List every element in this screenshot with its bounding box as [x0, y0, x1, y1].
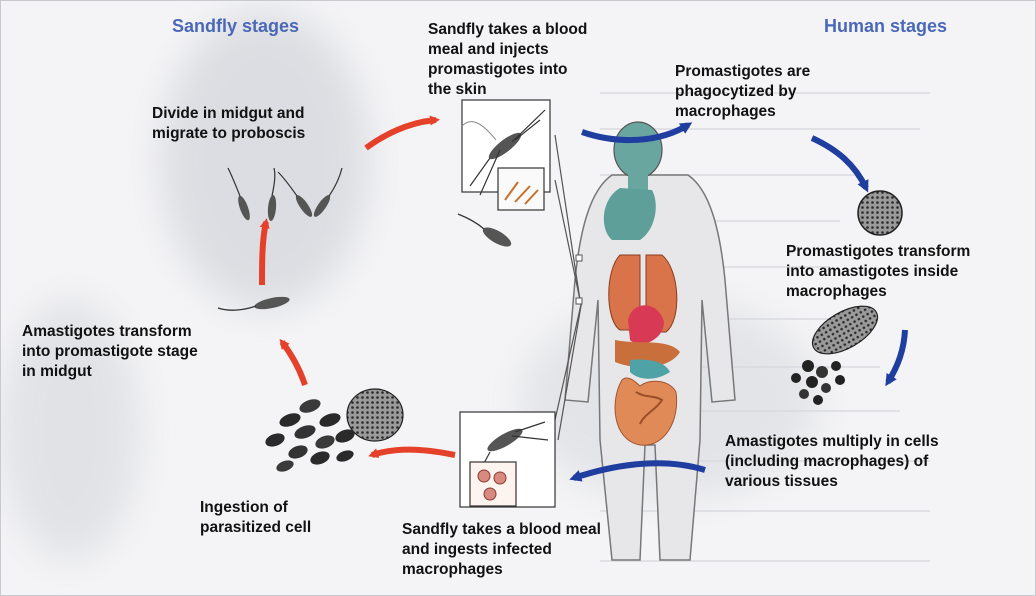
parasitized-cell-icon [264, 389, 403, 474]
arrow-midgut-to-ingestion [372, 450, 455, 455]
label-phagocytized: Promastigotes are phagocytized by macrop… [675, 62, 810, 122]
arrow-division-to-blood-meal [366, 120, 436, 148]
arrow-promastigote-to-division [262, 222, 266, 285]
label-divide-midgut: Divide in midgut and migrate to probosci… [152, 104, 305, 144]
macrophage-icon [858, 191, 902, 235]
sandfly-feeding-illustration-top [462, 100, 550, 210]
sandfly-stages-heading: Sandfly stages [172, 16, 299, 37]
human-stages-heading: Human stages [824, 16, 947, 37]
arrow-transform-to-multiply [888, 330, 905, 382]
arrow-phagocytosis-to-macrophage [812, 138, 866, 188]
label-transform-promastigote: Amastigotes transform into promastigote … [22, 322, 198, 382]
dividing-promastigotes-icon [228, 168, 342, 222]
label-ingestion: Ingestion of parasitized cell [200, 498, 311, 538]
label-multiply: Amastigotes multiply in cells (including… [725, 432, 939, 492]
sandfly-feeding-illustration-bottom [460, 412, 555, 507]
promastigote-icon [458, 214, 514, 250]
label-transform-amastigotes: Promastigotes transform into amastigotes… [786, 242, 970, 302]
infected-cell-icon [791, 296, 885, 405]
promastigote-icon [218, 294, 291, 311]
label-blood-meal-inject: Sandfly takes a blood meal and injects p… [428, 20, 587, 100]
human-body-illustration [565, 122, 735, 560]
arrow-ingestion-to-promastigote [282, 342, 305, 385]
label-blood-meal-ingest: Sandfly takes a blood meal and ingests i… [402, 520, 601, 580]
